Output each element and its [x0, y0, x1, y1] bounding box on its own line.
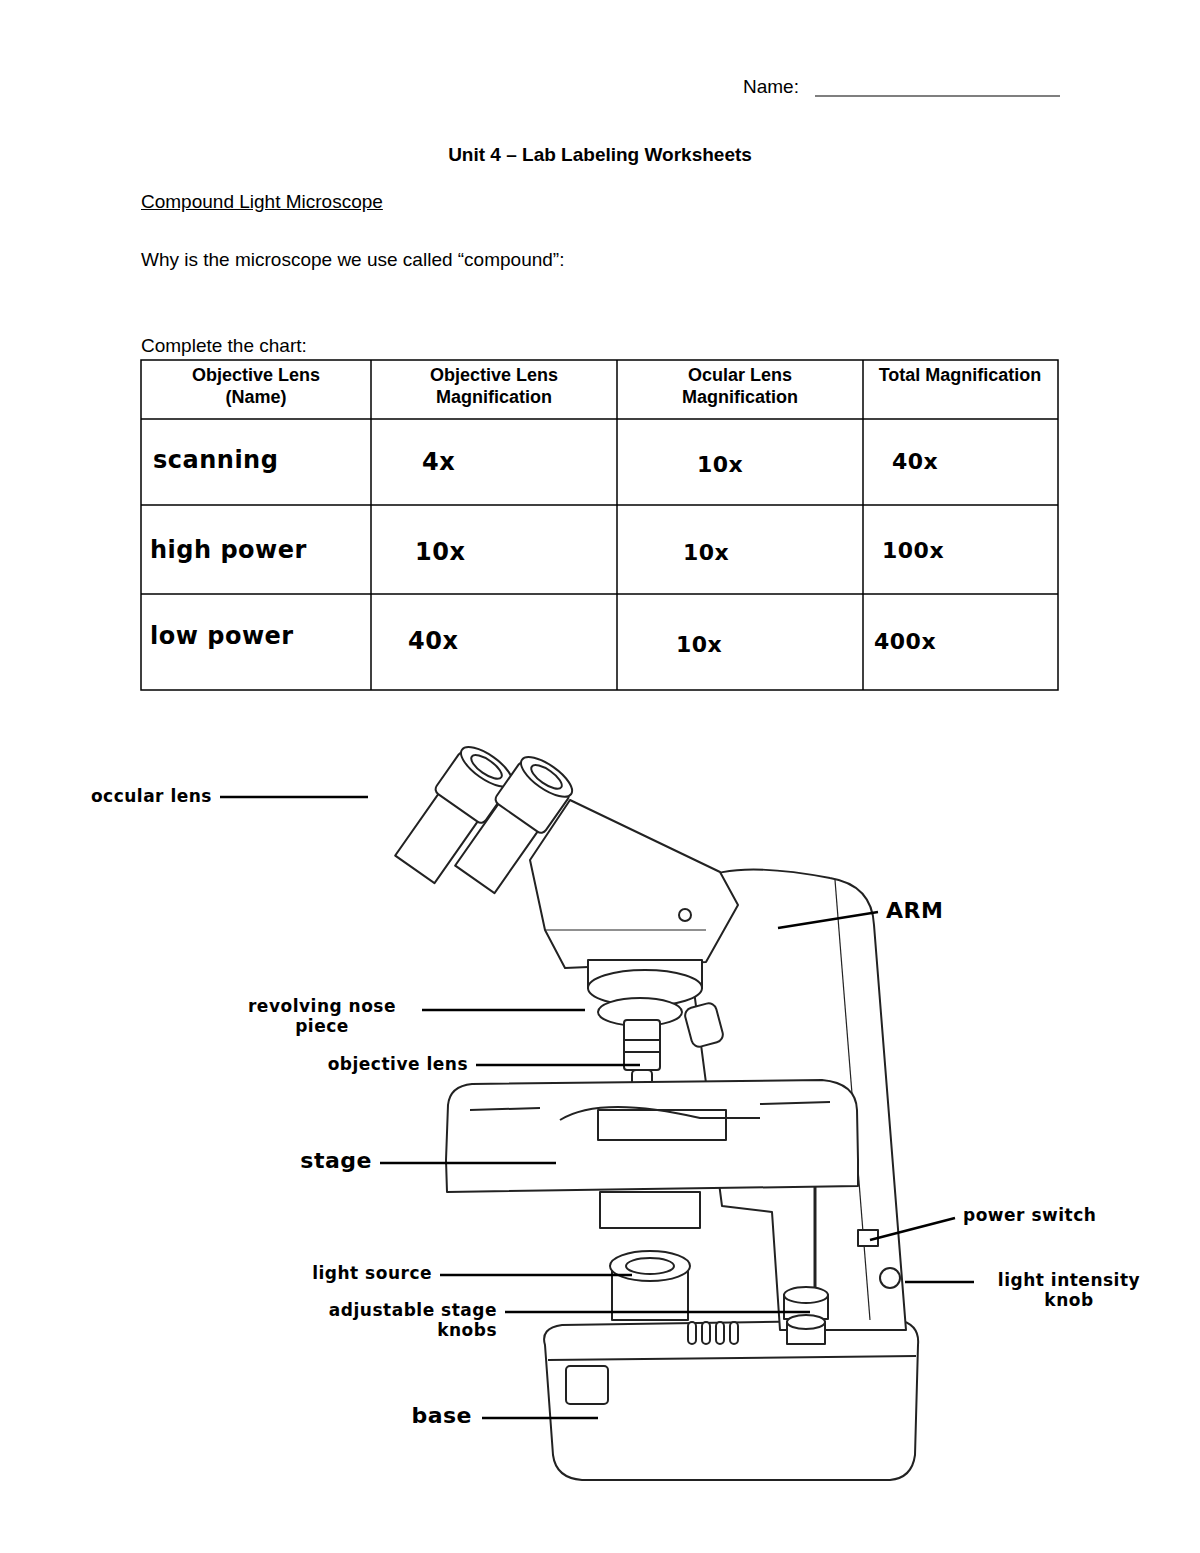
objective-side	[683, 1002, 724, 1049]
table-header: Total Magnification	[875, 365, 1045, 387]
base-shape	[544, 1320, 918, 1480]
table-cell: 10x	[676, 632, 776, 658]
part-label: objective lens	[240, 1054, 468, 1074]
part-label: ARM	[886, 898, 1006, 924]
leader-line	[440, 1274, 632, 1277]
table-header: Ocular Lens Magnification	[655, 365, 825, 408]
vent	[730, 1322, 738, 1344]
chart-grid	[141, 96, 1060, 690]
table-border	[141, 360, 1058, 690]
table-cell: 40x	[892, 449, 1012, 475]
question: Why is the microscope we use called “com…	[141, 249, 781, 272]
part-label: occular lens	[12, 786, 212, 806]
leader-line	[482, 1417, 598, 1420]
table-rule	[141, 593, 1058, 595]
leader-line	[778, 912, 878, 928]
table-cell: 10x	[697, 452, 797, 478]
part-label: power switch	[963, 1205, 1148, 1225]
table-rule	[862, 360, 864, 690]
vent	[688, 1322, 696, 1344]
eyepiece-top	[515, 750, 578, 804]
vent	[702, 1322, 710, 1344]
table-rule	[141, 504, 1058, 506]
base-edge	[548, 1356, 916, 1360]
stage-edge	[446, 1160, 858, 1192]
part-label: light intensity knob	[980, 1270, 1158, 1311]
objective-band	[624, 1051, 660, 1053]
leader-line	[505, 1311, 810, 1314]
light-ring	[610, 1251, 690, 1281]
microscope-drawing	[390, 740, 918, 1480]
name-blank	[815, 95, 1060, 96]
leader-line	[220, 796, 368, 799]
section-heading: Compound Light Microscope	[141, 191, 461, 214]
part-label: light source	[232, 1263, 432, 1283]
head-shape	[530, 800, 738, 968]
eyepiece-lens	[528, 761, 566, 793]
table-cell: 100x	[882, 538, 1002, 564]
part-label: stage	[270, 1148, 372, 1174]
table-cell: low power	[150, 622, 360, 651]
head-screw	[679, 909, 691, 921]
part-label: adjustable stage knobs	[317, 1300, 497, 1341]
table-cell: high power	[150, 536, 360, 565]
part-label: revolving nose piece	[230, 996, 414, 1037]
objective-body	[624, 1020, 660, 1070]
intensity-dial	[880, 1268, 900, 1288]
part-label: base	[370, 1403, 472, 1429]
table-rule	[370, 360, 372, 690]
substage	[600, 1192, 700, 1228]
table-cell: scanning	[153, 446, 363, 475]
objective-band	[624, 1039, 660, 1041]
table-header: Objective Lens Magnification	[409, 365, 579, 408]
leader-line	[380, 1162, 556, 1165]
focus-post	[814, 1186, 817, 1292]
stage-clip	[560, 1107, 760, 1120]
table-cell: 40x	[408, 627, 508, 656]
vent	[716, 1322, 724, 1344]
table-rule	[616, 360, 618, 690]
table-cell: 4x	[422, 448, 522, 477]
leader-lines	[220, 797, 974, 1418]
leader-line	[476, 1064, 640, 1067]
table-header: Objective Lens (Name)	[171, 365, 341, 408]
table-cell: 10x	[683, 540, 783, 566]
name-field: Name:	[743, 76, 813, 99]
slide	[598, 1110, 726, 1140]
leader-line	[422, 1009, 585, 1012]
eyepiece-lens	[468, 751, 506, 783]
table-cell: 10x	[415, 538, 515, 567]
base-plate	[566, 1366, 608, 1404]
worksheet-title: Unit 4 – Lab Labeling Worksheets	[380, 144, 820, 167]
knob-top	[787, 1315, 825, 1329]
instruction: Complete the chart:	[141, 335, 461, 358]
knob-top	[784, 1287, 828, 1303]
table-rule	[141, 418, 1058, 420]
table-cell: 400x	[874, 629, 994, 655]
light-lens	[626, 1258, 674, 1274]
head-edge	[545, 929, 706, 930]
leader-line	[870, 1218, 955, 1240]
leader-line	[905, 1281, 974, 1284]
